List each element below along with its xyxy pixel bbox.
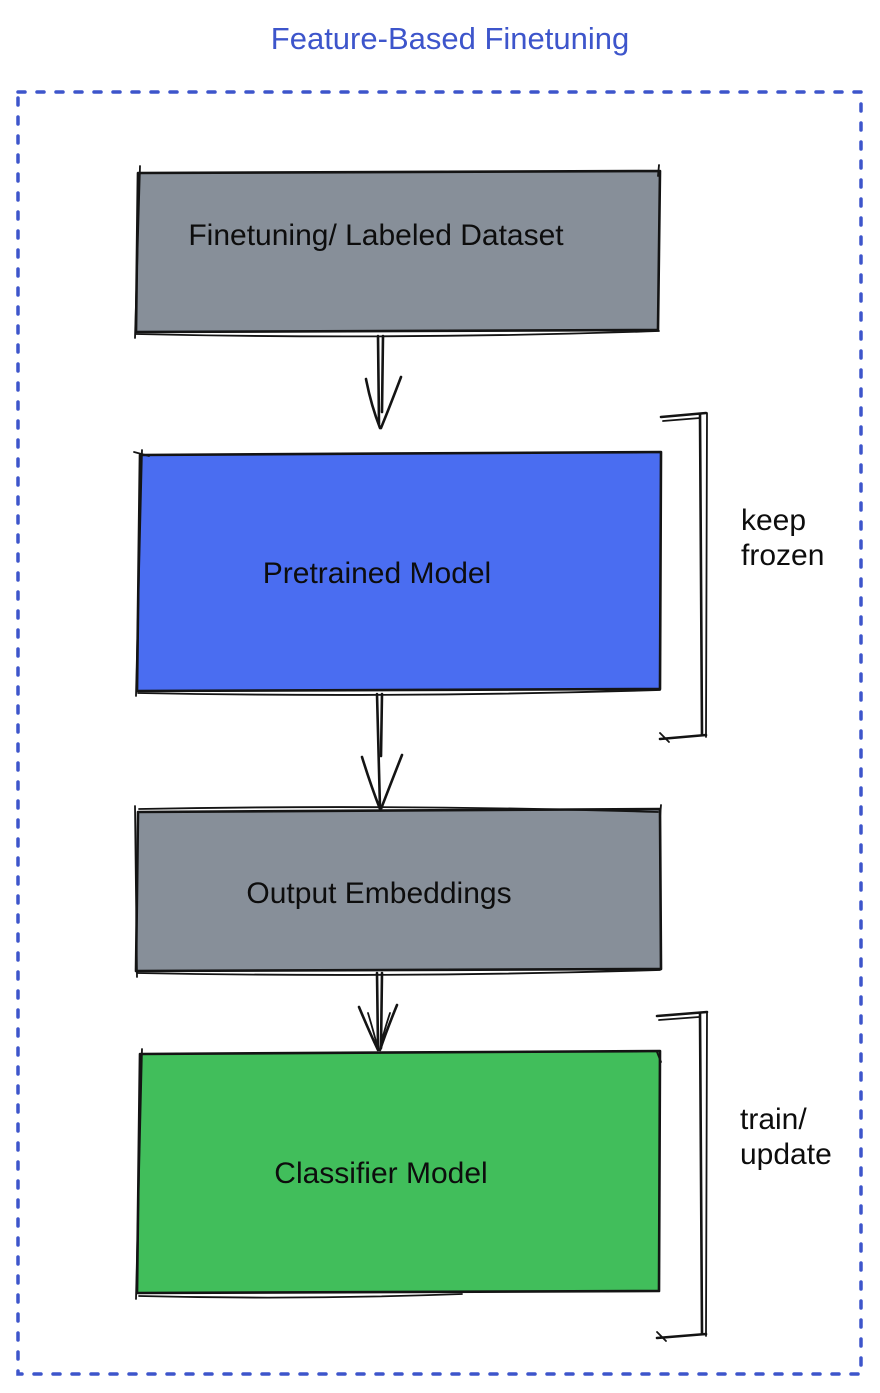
annotation-keep-frozen-line1: keep xyxy=(741,504,806,537)
arrow-shaft xyxy=(376,334,381,426)
arrow-head-double xyxy=(379,1012,391,1050)
dashed-boundary xyxy=(16,90,863,1376)
arrow-shaft xyxy=(380,334,385,414)
sketch-stroke xyxy=(138,1293,463,1299)
bracket-bottom-tick xyxy=(656,1331,667,1342)
bracket-keep-frozen: keep frozen xyxy=(658,411,824,743)
bracket-bottom xyxy=(658,733,708,741)
node-pretrained-model-label: Pretrained Model xyxy=(263,557,491,590)
arrow-head xyxy=(379,753,404,811)
arrow-head xyxy=(360,755,382,811)
node-pretrained-model: Pretrained Model xyxy=(133,449,663,697)
bracket-vertical-double xyxy=(705,1011,708,1337)
bracket-top xyxy=(655,1010,709,1018)
arrow-shaft xyxy=(375,971,380,1050)
sketch-stroke xyxy=(138,806,659,813)
sketch-stroke xyxy=(656,1051,662,1063)
sketch-stroke xyxy=(137,689,661,696)
annotation-train-update-line2: update xyxy=(740,1138,832,1171)
node-classifier-model-label: Classifier Model xyxy=(274,1157,487,1190)
sketch-stroke xyxy=(134,805,138,978)
arrow-shaft xyxy=(375,692,382,810)
annotation-train-update-line1: train/ xyxy=(740,1103,807,1136)
arrow-head xyxy=(379,375,403,430)
arrow-head xyxy=(357,1005,380,1052)
edge-dataset-to-pretrained xyxy=(364,334,403,430)
bracket-vertical xyxy=(698,1011,704,1336)
bracket-vertical xyxy=(698,412,704,737)
sketch-stroke xyxy=(135,330,660,338)
sketch-stroke xyxy=(659,804,662,818)
bracket-train-update: train/ update xyxy=(655,1010,832,1342)
sketch-stroke xyxy=(657,164,660,177)
sketch-stroke xyxy=(134,165,141,339)
node-output-embeddings-label: Output Embeddings xyxy=(246,877,511,910)
arrow-shaft xyxy=(379,692,384,758)
page-title: Feature-Based Finetuning xyxy=(271,21,629,56)
bracket-top-double xyxy=(658,1016,700,1021)
node-finetuning-dataset-label: Finetuning/ Labeled Dataset xyxy=(188,219,564,252)
sketch-stroke xyxy=(133,451,150,457)
annotation-keep-frozen-line2: frozen xyxy=(741,539,824,572)
bracket-bottom xyxy=(655,1332,708,1340)
bracket-bottom-tick xyxy=(659,732,670,743)
sketch-stroke xyxy=(135,449,143,697)
arrow-head xyxy=(364,377,382,430)
sketch-stroke xyxy=(136,969,661,976)
edge-embeddings-to-classifier xyxy=(357,971,399,1052)
node-classifier-model: Classifier Model xyxy=(135,1048,662,1300)
node-finetuning-dataset: Finetuning/ Labeled Dataset xyxy=(134,164,662,339)
sketch-stroke xyxy=(135,1048,143,1300)
bracket-top-double xyxy=(662,417,701,422)
bracket-vertical-double xyxy=(705,412,708,738)
arrow-head-double xyxy=(367,1012,379,1050)
bracket-top xyxy=(659,411,708,419)
node-output-embeddings: Output Embeddings xyxy=(134,804,663,978)
arrow-shaft xyxy=(379,971,384,1050)
edge-pretrained-to-embeddings xyxy=(360,692,404,811)
